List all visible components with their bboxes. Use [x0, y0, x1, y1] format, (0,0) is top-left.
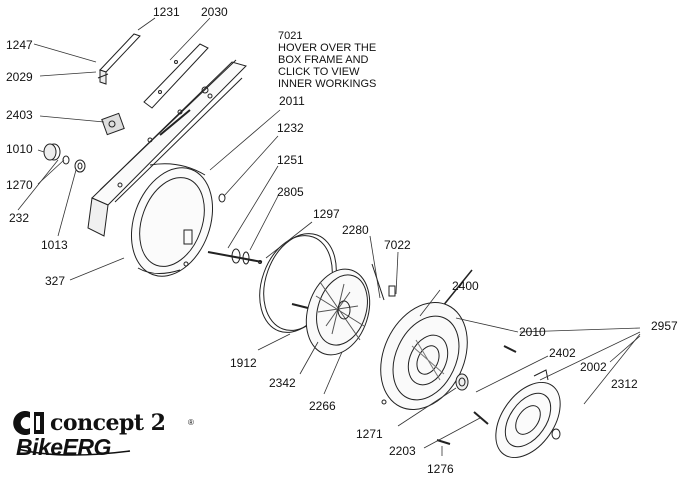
- front-cover[interactable]: [483, 345, 574, 469]
- callout-2400[interactable]: 2400: [452, 279, 479, 293]
- callout-2957[interactable]: 2957: [651, 319, 678, 333]
- drive-shaft-parts[interactable]: [207, 193, 263, 265]
- callout-1013[interactable]: 1013: [41, 238, 68, 252]
- callout-2011[interactable]: 2011: [279, 94, 305, 108]
- callout-7022[interactable]: 7022: [384, 238, 411, 252]
- callout-1251[interactable]: 1251: [277, 153, 304, 167]
- box-frame[interactable]: [87, 59, 247, 237]
- callout-1231[interactable]: 1231: [153, 5, 180, 19]
- fan-cage[interactable]: [296, 261, 380, 363]
- product-name: BikeERG: [16, 434, 111, 460]
- callout-2010[interactable]: 2010: [519, 325, 546, 339]
- brand-logo: concept 2 ® BikeERG: [14, 410, 214, 470]
- left-housing[interactable]: [117, 156, 227, 287]
- callout-1232[interactable]: 1232: [277, 121, 304, 135]
- callout-232[interactable]: 232: [9, 211, 30, 225]
- callout-2402[interactable]: 2402: [549, 346, 576, 360]
- leader-lines: [17, 17, 641, 456]
- brand-wordmark: concept 2: [50, 410, 166, 436]
- registered-mark: ®: [188, 418, 194, 427]
- frame-bracket[interactable]: [97, 33, 141, 85]
- mount-screws[interactable]: [371, 263, 396, 301]
- callout-2403[interactable]: 2403: [6, 108, 33, 122]
- callout-1276[interactable]: 1276: [427, 462, 454, 476]
- callout-1297[interactable]: 1297: [313, 207, 340, 221]
- callout-327[interactable]: 327: [45, 274, 66, 288]
- callout-2266[interactable]: 2266: [309, 399, 336, 413]
- bearing-parts[interactable]: [43, 143, 86, 173]
- callout-2805[interactable]: 2805: [277, 185, 304, 199]
- callout-2342[interactable]: 2342: [269, 376, 296, 390]
- sensor-assembly[interactable]: [101, 112, 125, 136]
- callout-2029[interactable]: 2029: [6, 70, 33, 84]
- callout-1912[interactable]: 1912: [230, 356, 257, 370]
- callout-1247[interactable]: 1247: [6, 38, 33, 52]
- spacers[interactable]: [436, 373, 489, 445]
- callout-2312[interactable]: 2312: [611, 377, 638, 391]
- callout-2280[interactable]: 2280: [342, 223, 369, 237]
- callout-2030[interactable]: 2030: [201, 5, 228, 19]
- callout-1270[interactable]: 1270: [6, 178, 33, 192]
- right-housing[interactable]: [364, 288, 484, 423]
- concept2-logo-icon: [13, 411, 131, 456]
- callout-2203[interactable]: 2203: [389, 444, 416, 458]
- callout-1271[interactable]: 1271: [356, 427, 383, 441]
- callout-2002[interactable]: 2002: [580, 360, 607, 374]
- box-frame-hover-note[interactable]: 7021 HOVER OVER THE BOX FRAME AND CLICK …: [278, 30, 377, 90]
- callout-1010[interactable]: 1010: [6, 142, 33, 156]
- cover-plate[interactable]: [143, 43, 209, 109]
